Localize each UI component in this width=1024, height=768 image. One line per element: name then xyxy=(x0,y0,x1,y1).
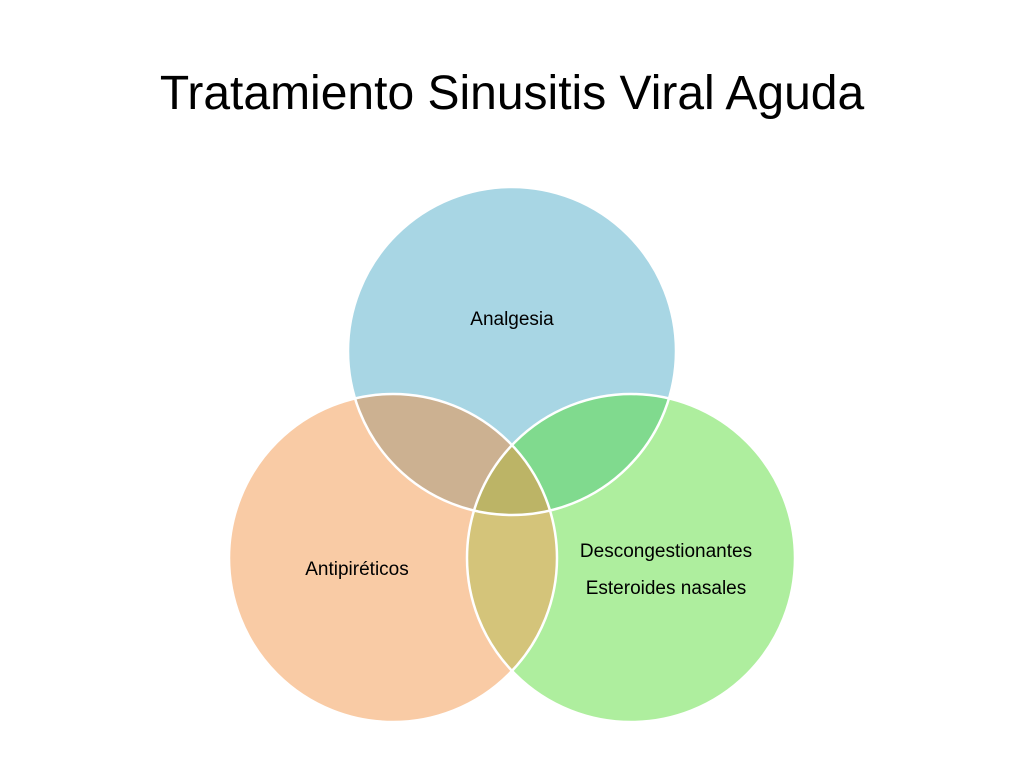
label-antipireticos: Antipiréticos xyxy=(305,559,409,580)
venn-outlines xyxy=(227,185,797,724)
venn-overlap-top-left xyxy=(348,394,557,515)
slide-title: Tratamiento Sinusitis Viral Aguda xyxy=(159,67,865,120)
label-descongestionantes: Descongestionantes xyxy=(580,541,752,562)
label-analgesia: Analgesia xyxy=(470,309,554,330)
label-esteroides-nasales: Esteroides nasales xyxy=(586,578,747,599)
venn-overlap-top-right xyxy=(467,394,676,515)
